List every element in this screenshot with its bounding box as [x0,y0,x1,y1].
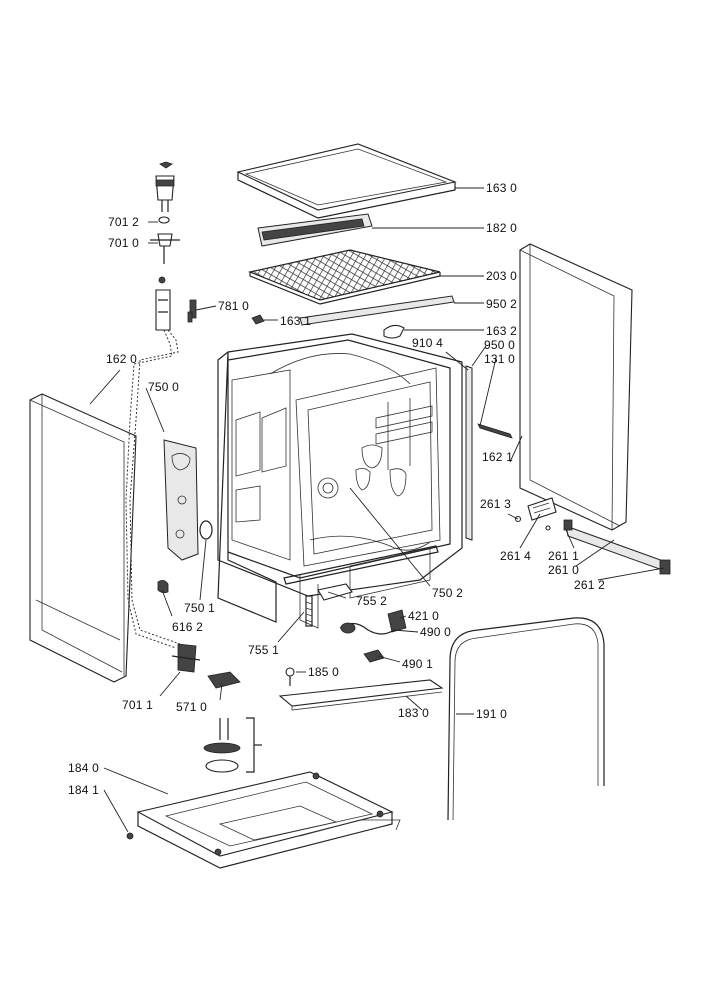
hose-dashed-routing [125,329,181,649]
part-950-2-rail [299,295,455,326]
part-781-0-fitting [187,299,197,323]
callout-616-2: 616 2 [172,620,204,634]
part-foot-assembly [203,717,262,773]
callout-183-0: 183 0 [398,706,430,720]
part-261-3-screw [514,515,551,531]
part-421-0-switch [387,609,407,633]
part-750-1-ring [199,520,213,540]
callout-162-1: 162 1 [482,450,514,464]
callout-490-0: 490 0 [420,625,452,639]
callout-750-0: 750 0 [148,380,180,394]
callout-701-0: 701 0 [108,236,140,250]
callout-162-0: 162 0 [106,352,138,366]
callout-261-3: 261 3 [480,497,512,511]
callout-261-2: 261 2 [574,578,606,592]
part-163-0-worktop [236,143,457,219]
callout-163-2: 163 2 [486,324,518,338]
callout-261-0: 261 0 [548,563,580,577]
callout-750-2: 750 2 [432,586,464,600]
part-162-1-side-panel-right [519,243,633,531]
part-184-1-screw [126,832,134,840]
part-163-1-clip [251,314,265,325]
part-valve-stack [150,161,180,331]
part-163-2-bracket [383,324,405,339]
callout-490-1: 490 1 [402,657,434,671]
part-261-0-rail [563,519,671,575]
part-616-2-knob [157,580,169,594]
part-191-0-gasket [447,617,605,821]
callout-755-2: 755 2 [356,594,388,608]
callout-701-1: 701 1 [122,698,154,712]
callout-571-0: 571 0 [176,700,208,714]
part-571-0-clip [207,671,241,689]
callout-755-1: 755 1 [248,643,280,657]
callout-261-4: 261 4 [500,549,532,563]
callout-781-0: 781 0 [218,299,250,313]
part-131-0-strip [477,423,513,439]
part-490-1-clamp [363,649,385,663]
part-185-0-screw [285,667,295,686]
callout-185-0: 185 0 [308,665,340,679]
part-203-0-grid-panel [247,249,441,305]
callout-163-0: 163 0 [486,181,518,195]
part-755-2-bracket [317,583,353,601]
callout-191-0: 191 0 [476,707,508,721]
callout-163-1: 163 1 [280,314,312,328]
part-750-0-housing [163,439,199,561]
callout-950-0: 950 0 [484,338,516,352]
part-184-0-base-tray [136,771,401,869]
callout-421-0: 421 0 [408,609,440,623]
callout-701-2: 701 2 [108,215,140,229]
leader-lines [89,187,665,833]
callout-910-4: 910 4 [412,336,444,350]
part-755-1-spring [305,595,313,627]
part-183-0-kickplate [278,679,444,711]
callout-184-1: 184 1 [68,783,100,797]
callout-182-0: 182 0 [486,221,518,235]
part-950-0-vertical-rail [465,365,473,541]
callout-203-0: 203 0 [486,269,518,283]
callout-950-2: 950 2 [486,297,518,311]
callout-184-0: 184 0 [68,761,100,775]
callout-750-1: 750 1 [184,601,216,615]
callout-131-0: 131 0 [484,352,516,366]
part-162-0-side-panel-left [29,393,137,683]
part-701-1-valve [171,643,201,673]
callout-261-1: 261 1 [548,549,580,563]
main-tub-frame [217,333,463,629]
part-182-0-strip [257,213,373,247]
part-490-0-cable [339,622,395,635]
part-261-4-bracket [527,497,557,521]
